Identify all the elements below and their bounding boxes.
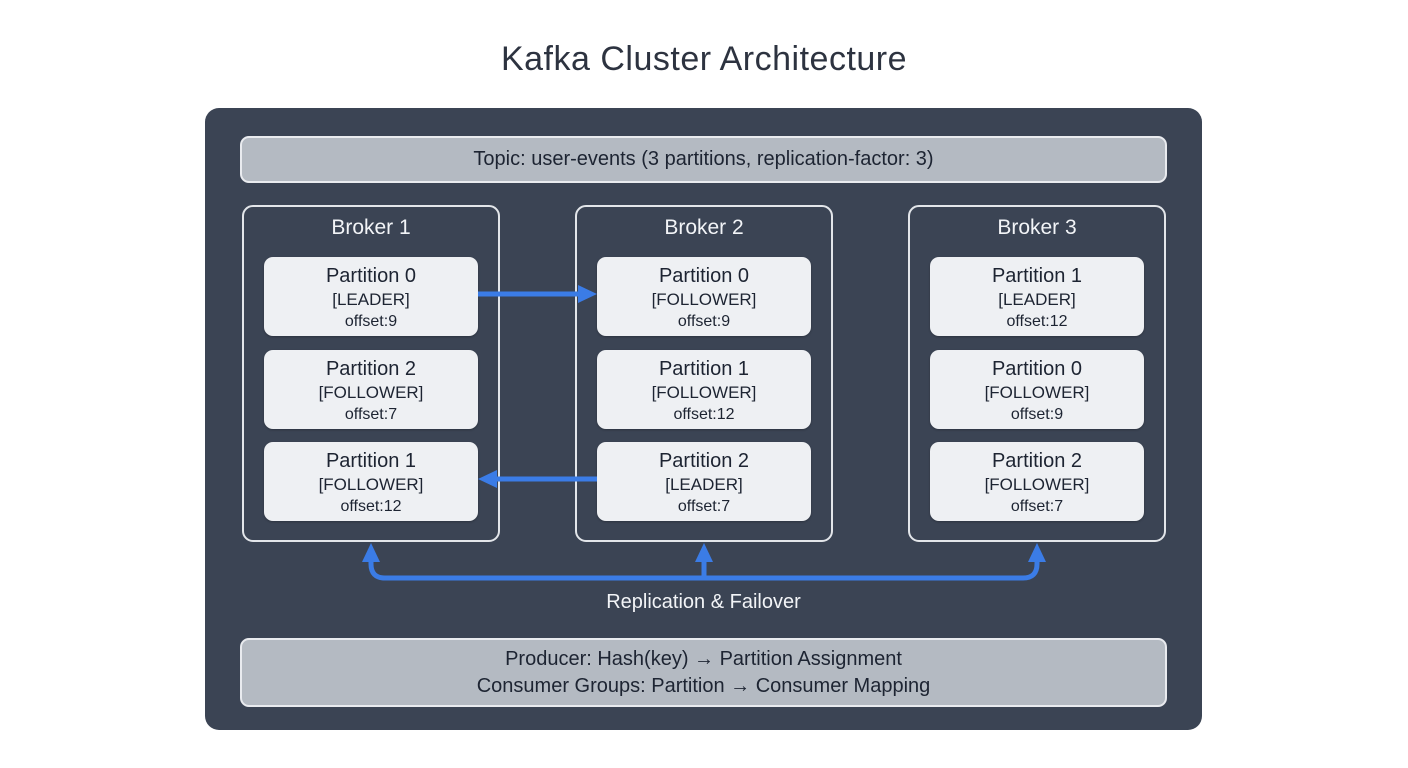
partition-role: [LEADER] (332, 290, 410, 309)
broker-1-label: Broker 1 (331, 216, 411, 239)
producer-mapping-text: Producer: Hash(key) → Partition Assignme… (505, 647, 902, 670)
replication-failover-label: Replication & Failover (606, 591, 801, 613)
broker-2-partition-1: Partition 1 [FOLLOWER] offset:12 (597, 350, 811, 429)
broker-1-panel: Broker 1 Partition 0 [LEADER] offset:9 P… (242, 205, 500, 542)
topic-banner-text: Topic: user-events (3 partitions, replic… (473, 148, 934, 170)
partition-role: [FOLLOWER] (318, 383, 424, 402)
partition-offset: offset:12 (1006, 313, 1068, 330)
partition-name: Partition 2 (991, 450, 1083, 472)
partition-offset: offset:12 (673, 406, 735, 423)
broker-3-partition-2: Partition 2 [FOLLOWER] offset:7 (930, 442, 1144, 521)
broker-1-partition-0: Partition 0 [LEADER] offset:9 (264, 257, 478, 336)
partition-role: [FOLLOWER] (984, 475, 1090, 494)
partition-role: [FOLLOWER] (651, 383, 757, 402)
kafka-cluster-container: Topic: user-events (3 partitions, replic… (205, 108, 1202, 730)
broker-3-partition-1: Partition 1 [LEADER] offset:12 (930, 257, 1144, 336)
partition-name: Partition 2 (325, 358, 417, 380)
partition-name: Partition 2 (658, 450, 750, 472)
partition-name: Partition 1 (325, 450, 417, 472)
broker-1-partition-2: Partition 2 [FOLLOWER] offset:7 (264, 350, 478, 429)
partition-role: [FOLLOWER] (318, 475, 424, 494)
page-title: Kafka Cluster Architecture (500, 40, 908, 78)
broker-3-label: Broker 3 (997, 216, 1077, 239)
partition-name: Partition 1 (991, 265, 1083, 287)
partition-role: [LEADER] (998, 290, 1076, 309)
partition-offset: offset:9 (1010, 406, 1064, 423)
producer-consumer-banner: Producer: Hash(key) → Partition Assignme… (240, 638, 1167, 707)
partition-role: [LEADER] (665, 475, 743, 494)
partition-offset: offset:9 (344, 313, 398, 330)
partition-name: Partition 0 (325, 265, 417, 287)
partition-role: [FOLLOWER] (651, 290, 757, 309)
broker-3-panel: Broker 3 Partition 1 [LEADER] offset:12 … (908, 205, 1166, 542)
broker-2-panel: Broker 2 Partition 0 [FOLLOWER] offset:9… (575, 205, 833, 542)
partition-offset: offset:7 (344, 406, 398, 423)
broker-2-partition-2: Partition 2 [LEADER] offset:7 (597, 442, 811, 521)
partition-offset: offset:9 (677, 313, 731, 330)
consumer-mapping-text: Consumer Groups: Partition → Consumer Ma… (476, 674, 931, 697)
partition-role: [FOLLOWER] (984, 383, 1090, 402)
partition-offset: offset:7 (677, 498, 731, 515)
partition-name: Partition 0 (658, 265, 750, 287)
broker-2-partition-0: Partition 0 [FOLLOWER] offset:9 (597, 257, 811, 336)
broker-2-label: Broker 2 (664, 216, 744, 239)
partition-offset: offset:12 (340, 498, 402, 515)
partition-offset: offset:7 (1010, 498, 1064, 515)
broker-1-partition-1: Partition 1 [FOLLOWER] offset:12 (264, 442, 478, 521)
partition-name: Partition 0 (991, 358, 1083, 380)
topic-banner: Topic: user-events (3 partitions, replic… (240, 136, 1167, 183)
replication-failover-bracket (362, 543, 1046, 581)
broker-3-partition-0: Partition 0 [FOLLOWER] offset:9 (930, 350, 1144, 429)
partition-name: Partition 1 (658, 358, 750, 380)
